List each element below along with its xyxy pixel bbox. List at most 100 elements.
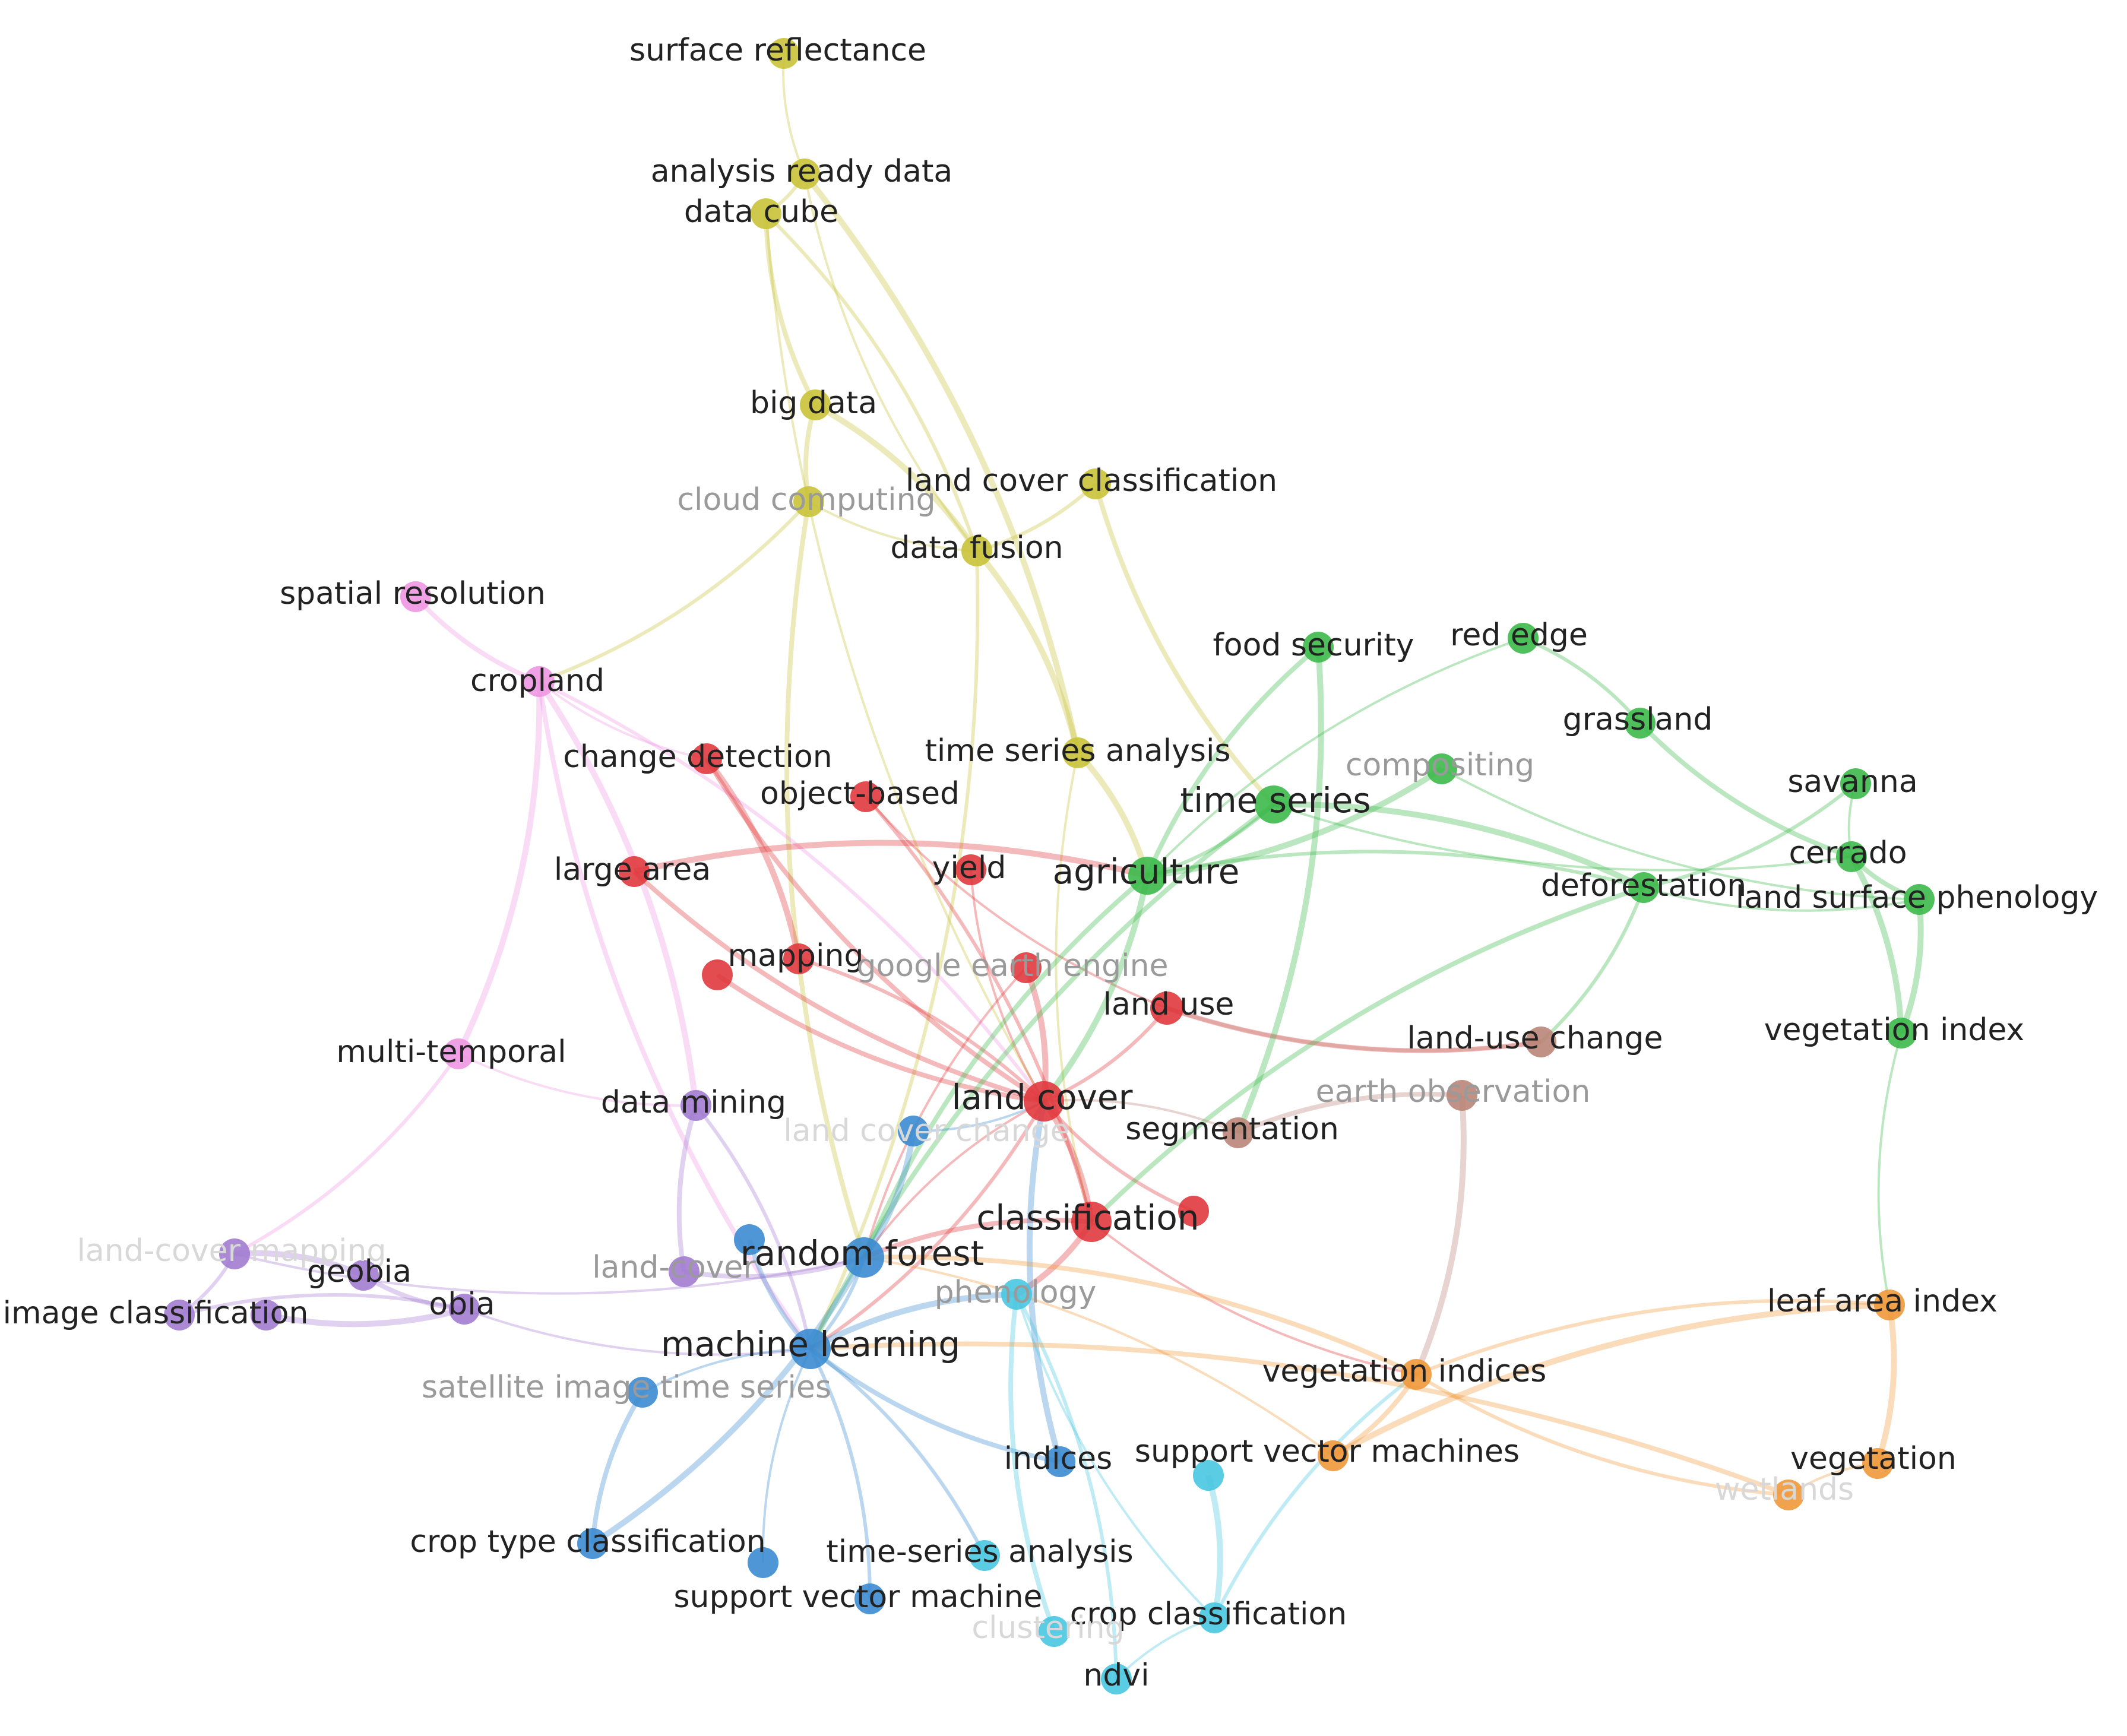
node-deforestation[interactable] <box>1628 872 1659 903</box>
node-compositing[interactable] <box>1426 753 1457 784</box>
edge-data_fusion-machine_learning <box>809 550 980 1350</box>
node-earth-observation[interactable] <box>1447 1080 1477 1111</box>
node-surface-reflectance[interactable] <box>768 38 799 69</box>
edge-analysis_ready_data-data_fusion <box>803 173 978 552</box>
edge-satellite_image_time_series-crop_type_classification <box>590 1390 645 1544</box>
label-surface-reflectance: surface reflectance <box>629 33 926 68</box>
node-image-classification-2[interactable] <box>251 1300 281 1330</box>
node-object-based[interactable] <box>850 781 881 812</box>
edge-obia-machine_learning <box>464 1308 811 1356</box>
label-compositing: compositing <box>1346 747 1534 783</box>
edge-vegetation_indices-leaf_area_index <box>1415 1298 1890 1376</box>
node-support-vector-machine[interactable] <box>854 1583 885 1614</box>
edge-land_use_change-land_use <box>1166 1006 1542 1053</box>
edge-machine_learning-satellite_image_time_series <box>642 1348 811 1393</box>
node-classification[interactable] <box>1071 1202 1112 1242</box>
node-satellite-image-time-series[interactable] <box>627 1377 658 1408</box>
edge-mapping_left-land_cover <box>716 972 1044 1104</box>
edge-earth_observation-segmentation <box>1237 1091 1463 1135</box>
node-vegetation-index[interactable] <box>1886 1018 1917 1048</box>
label-cropland: cropland <box>470 663 604 699</box>
label-mapping: mapping <box>728 938 864 974</box>
node-multi-temporal[interactable] <box>443 1038 474 1069</box>
node-cerrado[interactable] <box>1836 841 1867 872</box>
node-data-fusion[interactable] <box>961 536 992 566</box>
node-random-forest-left[interactable] <box>734 1224 765 1255</box>
node-time-series-analysis-2[interactable] <box>969 1540 1000 1571</box>
edge-phenology-ndvi <box>1015 1293 1118 1680</box>
node-red-edge[interactable] <box>1508 623 1539 654</box>
node-data-cube[interactable] <box>751 198 781 229</box>
node-large-area[interactable] <box>619 856 650 887</box>
node-land-cover-purple[interactable] <box>669 1256 699 1287</box>
label-vegetation: vegetation <box>1790 1441 1957 1477</box>
node-grassland[interactable] <box>1625 708 1656 739</box>
node-spatial-resolution[interactable] <box>400 581 431 612</box>
label-image-classification: image classification <box>3 1295 309 1331</box>
node-leaf-area-index[interactable] <box>1874 1290 1905 1320</box>
node-classification-right[interactable] <box>1178 1196 1209 1227</box>
label-land-cover-classification: land cover classification <box>906 463 1277 499</box>
edge-land_cover_mapping-random_forest <box>234 1253 865 1295</box>
node-obia[interactable] <box>449 1294 480 1325</box>
node-big-data[interactable] <box>800 389 831 420</box>
node-land-cover-change[interactable] <box>898 1116 929 1146</box>
node-crop-type-classification[interactable] <box>577 1528 608 1559</box>
label-data-cube: data cube <box>684 194 838 230</box>
edge-yield-land_cover <box>970 869 1045 1103</box>
node-support-vector-machines[interactable] <box>1318 1440 1349 1471</box>
node-google-earth-engine[interactable] <box>1011 952 1042 983</box>
node-mapping[interactable] <box>783 943 814 974</box>
edge-object_based-land_use <box>865 796 1167 1009</box>
node-phenology[interactable] <box>1001 1279 1032 1310</box>
edge-food_security-agriculture <box>1145 645 1320 877</box>
node-land-cover-mapping[interactable] <box>219 1238 250 1269</box>
node-crop-type-2[interactable] <box>748 1547 778 1578</box>
node-ndvi[interactable] <box>1101 1664 1132 1694</box>
node-savanna[interactable] <box>1840 768 1871 799</box>
edge-land_cover_classification-data_fusion <box>976 482 1097 553</box>
node-machine-learning[interactable] <box>790 1329 831 1369</box>
edge-cloud_computing-cropland <box>538 500 811 683</box>
edge-cloud_computing-random_forest <box>784 501 866 1259</box>
edge-phenology-clustering <box>1008 1294 1056 1633</box>
node-random-forest[interactable] <box>844 1237 884 1278</box>
node-indices[interactable] <box>1044 1446 1075 1477</box>
node-analysis-ready-data[interactable] <box>789 159 820 189</box>
node-land-use[interactable] <box>1150 991 1183 1025</box>
node-clustering[interactable] <box>1039 1616 1069 1647</box>
edge-agriculture-random_forest <box>862 873 1149 1259</box>
node-change-detection[interactable] <box>691 743 722 774</box>
edge-data_cube-data_fusion <box>764 212 979 552</box>
node-food-security[interactable] <box>1303 632 1334 663</box>
node-yield[interactable] <box>955 854 986 885</box>
node-cloud-computing[interactable] <box>793 486 824 517</box>
node-vegetation-indices[interactable] <box>1401 1359 1432 1390</box>
node-data-mining[interactable] <box>680 1090 711 1121</box>
node-image-classification[interactable] <box>164 1300 195 1330</box>
label-land-cover-change: land cover change <box>783 1113 1069 1149</box>
node-land-cover-classification[interactable] <box>1080 468 1111 499</box>
node-segmentation[interactable] <box>1223 1117 1254 1148</box>
node-geobia[interactable] <box>348 1260 379 1291</box>
node-cropland[interactable] <box>524 666 555 697</box>
node-wetlands[interactable] <box>1773 1480 1804 1510</box>
node-agriculture[interactable] <box>1128 857 1166 895</box>
node-time-series-analysis[interactable] <box>1062 737 1093 768</box>
edge-cerrado-vegetation_index <box>1849 855 1904 1034</box>
node-land-cover[interactable] <box>1024 1081 1064 1122</box>
label-land-cover-mapping: land-cover mapping <box>77 1233 386 1269</box>
label-land-use-change: land-use change <box>1407 1021 1663 1056</box>
label-wetlands: wetlands <box>1715 1472 1854 1507</box>
node-land-surface-phenology[interactable] <box>1904 884 1935 915</box>
node-crop-classification[interactable] <box>1199 1602 1230 1633</box>
node-time-series[interactable] <box>1255 785 1293 823</box>
node-mapping-left[interactable] <box>702 959 733 990</box>
node-vegetation[interactable] <box>1862 1448 1893 1479</box>
label-red-edge: red edge <box>1450 617 1588 653</box>
node-support-vector-machines-cyan[interactable] <box>1193 1460 1224 1491</box>
label-random-forest: random forest <box>740 1233 985 1274</box>
label-vegetation-indices: vegetation indices <box>1262 1354 1547 1389</box>
edge-classification_right-land_cover <box>1042 1100 1195 1213</box>
node-land-use-change[interactable] <box>1525 1027 1556 1057</box>
